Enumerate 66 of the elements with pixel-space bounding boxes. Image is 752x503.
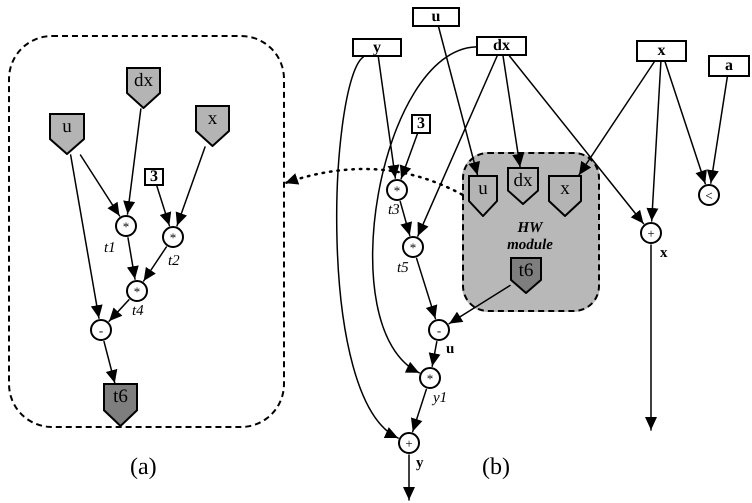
variable-box: a (708, 55, 750, 77)
panel-caption: (a) (130, 455, 157, 479)
output-label: x (660, 246, 668, 261)
arrow (706, 76, 728, 184)
arrow (400, 133, 418, 180)
output-label: y (416, 456, 424, 471)
output-label: u (446, 342, 454, 357)
temp-label: t2 (168, 254, 180, 269)
node-label: t6 (112, 386, 129, 408)
arrow (664, 61, 707, 184)
input-pentagon (195, 105, 230, 147)
output-pentagon (510, 257, 542, 294)
panel-caption: (b) (482, 455, 510, 479)
arrow (156, 185, 172, 226)
temp-label: t3 (388, 203, 400, 218)
module-label: HW module (506, 220, 554, 254)
dashed-group-outline (8, 35, 285, 428)
arrow (508, 55, 644, 224)
arrow (372, 46, 477, 374)
node-label: u (477, 178, 489, 200)
variable-box: 3 (411, 114, 431, 134)
arrow (378, 56, 400, 179)
input-pentagon (49, 113, 85, 155)
input-pentagon (468, 175, 498, 217)
arrow (70, 154, 103, 319)
temp-label: y1 (433, 391, 448, 406)
arrow (123, 108, 142, 215)
arrow (417, 55, 498, 237)
variable-box: u (412, 7, 460, 27)
temp-label: t1 (104, 241, 116, 256)
temp-label: t4 (132, 304, 144, 319)
input-pentagon (507, 167, 539, 205)
variable-box: y (352, 38, 402, 57)
node-label: dx (133, 70, 154, 92)
arrow (126, 237, 139, 280)
arrow (108, 299, 130, 322)
node-label: u (61, 116, 73, 138)
variable-box: dx (476, 36, 527, 56)
output-pentagon (103, 383, 138, 427)
arrow (400, 200, 412, 236)
node-label: x (206, 108, 218, 130)
arrow (80, 154, 120, 217)
arrow (284, 168, 464, 196)
arrow (103, 340, 118, 384)
arrow (578, 61, 655, 176)
node-label: x (559, 178, 571, 200)
input-pentagon (126, 67, 161, 109)
arrow (645, 244, 657, 431)
hw-module-panel (462, 152, 600, 312)
arrow (448, 284, 511, 324)
node-label: t6 (518, 260, 534, 282)
arrow (502, 55, 524, 168)
variable-box: 3 (144, 168, 164, 186)
arrow (176, 146, 206, 226)
arrow (428, 341, 440, 367)
variable-box: x (636, 40, 687, 62)
arrow (646, 61, 662, 222)
temp-label: t5 (397, 261, 409, 276)
input-pentagon (548, 175, 582, 217)
arrow (142, 246, 168, 282)
arrow (410, 388, 428, 432)
node-label: dx (512, 170, 534, 192)
arrow (336, 56, 399, 439)
arrow (416, 258, 438, 320)
arrow (438, 26, 480, 176)
arrow (403, 454, 415, 501)
